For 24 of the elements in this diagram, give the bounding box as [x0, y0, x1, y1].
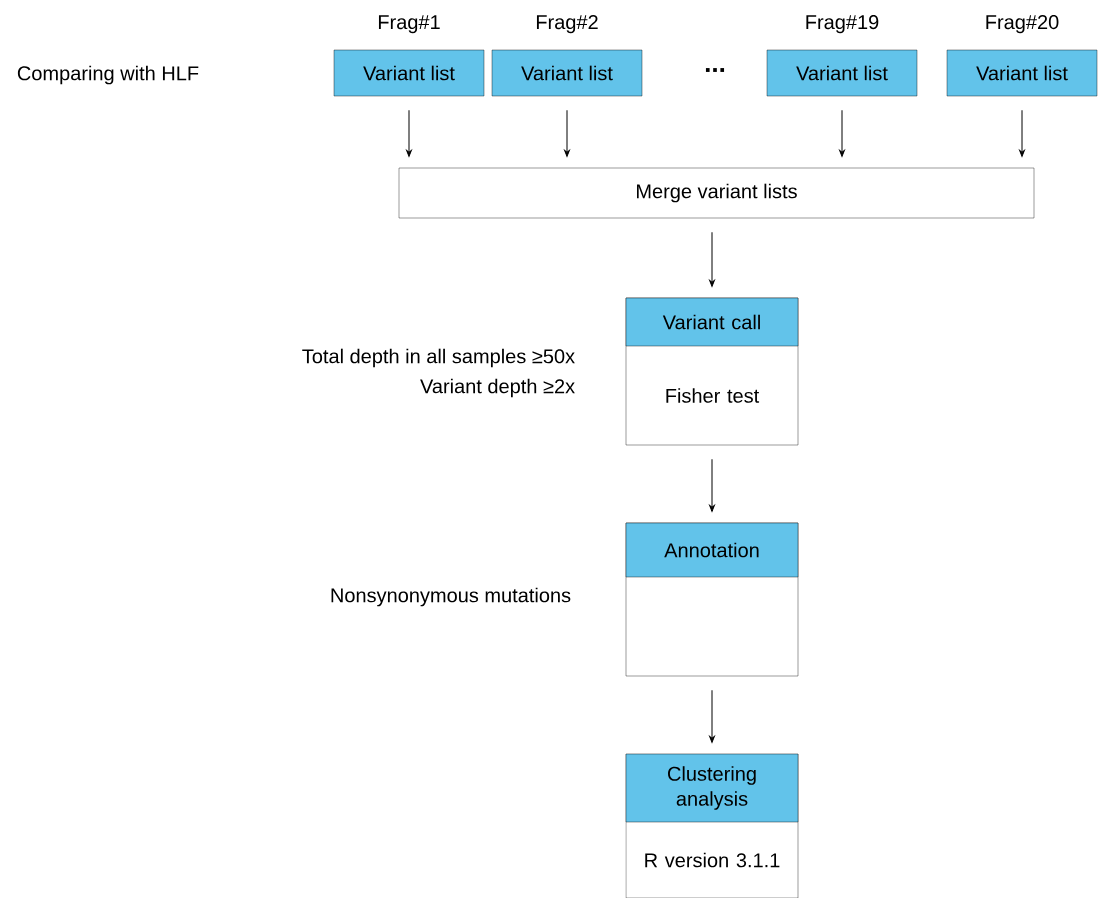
- process-box: Variant call Fisher test: [625, 297, 799, 446]
- note-text: Nonsynonymous mutations: [331, 587, 571, 607]
- arrow: [709, 231, 715, 287]
- process-box: Variant list: [766, 49, 918, 97]
- process-box: Variant list: [491, 49, 643, 97]
- note-text: Variant depth ≥2x: [420, 378, 575, 398]
- fragment-label: Frag#2: [536, 15, 598, 34]
- arrow: [406, 109, 412, 157]
- process-box: Variant list: [333, 49, 485, 97]
- process-box: Clustering analysis R version 3.1.1: [625, 753, 799, 898]
- fragment-label: Frag#20: [986, 15, 1059, 34]
- ellipsis: ...: [705, 68, 725, 72]
- arrow: [709, 458, 715, 512]
- note-text: Total depth in all samples ≥50x: [302, 348, 575, 368]
- process-box: Merge variant lists: [398, 167, 1035, 219]
- arrow: [1019, 109, 1025, 157]
- fragment-label: Frag#19: [806, 15, 879, 34]
- process-box: Annotation: [625, 522, 799, 677]
- arrow: [564, 109, 570, 157]
- note-text: Comparing with HLF: [17, 65, 199, 85]
- arrow: [709, 689, 715, 743]
- process-box: Variant list: [946, 49, 1098, 97]
- fragment-label: Frag#1: [378, 15, 440, 34]
- arrow: [839, 109, 845, 157]
